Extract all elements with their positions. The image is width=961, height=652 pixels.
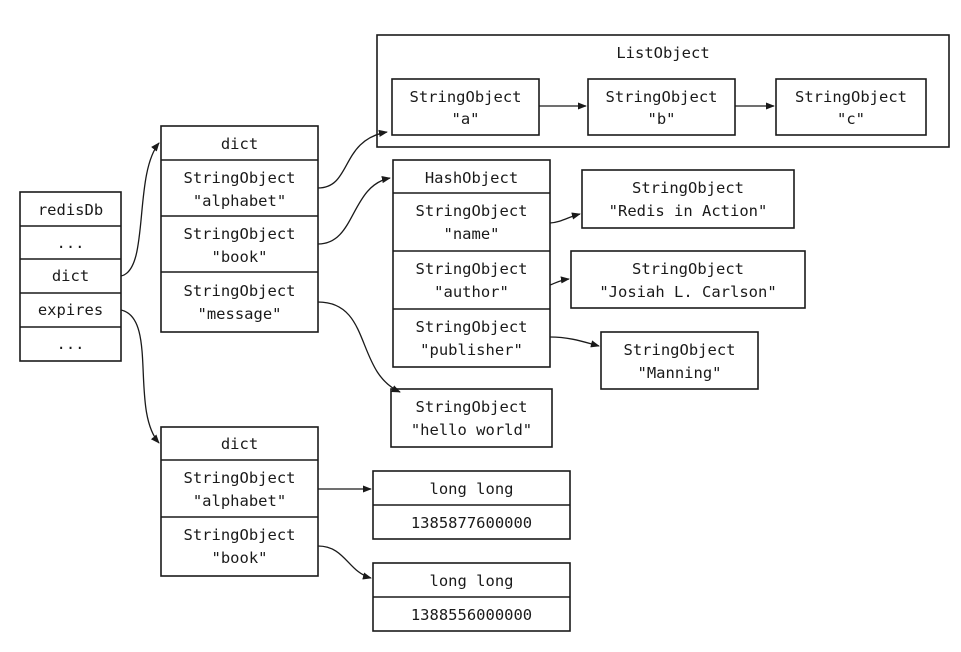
arrow-hash-publisher (549, 336, 600, 348)
arrow-redisdb-expires (120, 309, 160, 444)
hash-object: HashObject StringObject "name" StringObj… (392, 159, 551, 368)
hash-value-manning: StringObject "Manning" (600, 331, 759, 390)
arrow-message-value (317, 301, 401, 393)
expires-dict-header: dict (221, 435, 258, 453)
hash-value-1-text: "Redis in Action" (609, 202, 768, 220)
key-message-type: StringObject (184, 282, 296, 300)
expire-key-book-type: StringObject (184, 526, 296, 544)
list-item-b-type: StringObject (606, 88, 718, 106)
redisdb-title: redisDb (38, 201, 103, 219)
hash-field-author-type: StringObject (416, 260, 528, 278)
expire-key-alphabet-type: StringObject (184, 469, 296, 487)
list-item-c-type: StringObject (795, 88, 907, 106)
list-object-title: ListObject (616, 44, 709, 62)
expire-value-book: long long 1388556000000 (372, 562, 571, 632)
list-item-a-type: StringObject (410, 88, 522, 106)
connector-arrows (120, 102, 775, 580)
key-message-name: "message" (198, 305, 282, 323)
redisdb-dict-field: dict (52, 267, 89, 285)
hash-value-2-type: StringObject (632, 260, 744, 278)
hash-field-name-value: "name" (444, 225, 500, 243)
hash-value-3-type: StringObject (624, 341, 736, 359)
expire-value-2-type: long long (430, 572, 514, 590)
key-book-type: StringObject (184, 225, 296, 243)
hash-field-publisher-type: StringObject (416, 318, 528, 336)
redisdb-expires-field: expires (38, 301, 103, 319)
expire-value-2-number: 1388556000000 (411, 606, 532, 624)
hash-field-name-type: StringObject (416, 202, 528, 220)
list-item-c-value: "c" (837, 110, 865, 128)
arrow-expire-book (317, 545, 372, 580)
hash-field-publisher-value: "publisher" (420, 341, 523, 359)
hash-field-author-value: "author" (434, 283, 509, 301)
hash-value-1-type: StringObject (632, 179, 744, 197)
expire-value-1-number: 1385877600000 (411, 514, 532, 532)
message-value: StringObject "hello world" (390, 388, 553, 448)
expire-value-1-type: long long (430, 480, 514, 498)
key-alphabet-type: StringObject (184, 169, 296, 187)
message-value-type: StringObject (416, 398, 528, 416)
redisdb-struct: redisDb ... dict expires ... (19, 191, 122, 362)
hash-value-josiah-carlson: StringObject "Josiah L. Carlson" (570, 250, 806, 309)
arrow-hash-author (549, 276, 570, 286)
expire-key-alphabet-name: "alphabet" (193, 492, 286, 510)
key-book-name: "book" (212, 248, 268, 266)
expire-value-alphabet: long long 1385877600000 (372, 470, 571, 540)
expire-key-book-name: "book" (212, 549, 268, 567)
arrow-alphabet-list (317, 129, 388, 189)
arrow-redisdb-dict (120, 142, 160, 277)
list-item-b-value: "b" (648, 110, 676, 128)
hash-value-2-text: "Josiah L. Carlson" (599, 283, 776, 301)
list-object: ListObject StringObject "a" StringObject… (376, 34, 950, 148)
arrow-hash-name (549, 212, 581, 224)
list-item-a-value: "a" (452, 110, 480, 128)
keyspace-dict: dict StringObject "alphabet" StringObjec… (160, 125, 319, 333)
redisdb-ellipsis-2: ... (57, 335, 85, 353)
hash-object-header: HashObject (425, 169, 518, 187)
arrow-book-hash (317, 176, 391, 245)
hash-value-3-text: "Manning" (638, 364, 722, 382)
keyspace-dict-header: dict (221, 135, 258, 153)
redisdb-ellipsis-1: ... (57, 234, 85, 252)
message-value-text: "hello world" (411, 421, 532, 439)
key-alphabet-name: "alphabet" (193, 192, 286, 210)
expires-dict: dict StringObject "alphabet" StringObjec… (160, 426, 319, 577)
hash-value-redis-in-action: StringObject "Redis in Action" (581, 169, 795, 229)
